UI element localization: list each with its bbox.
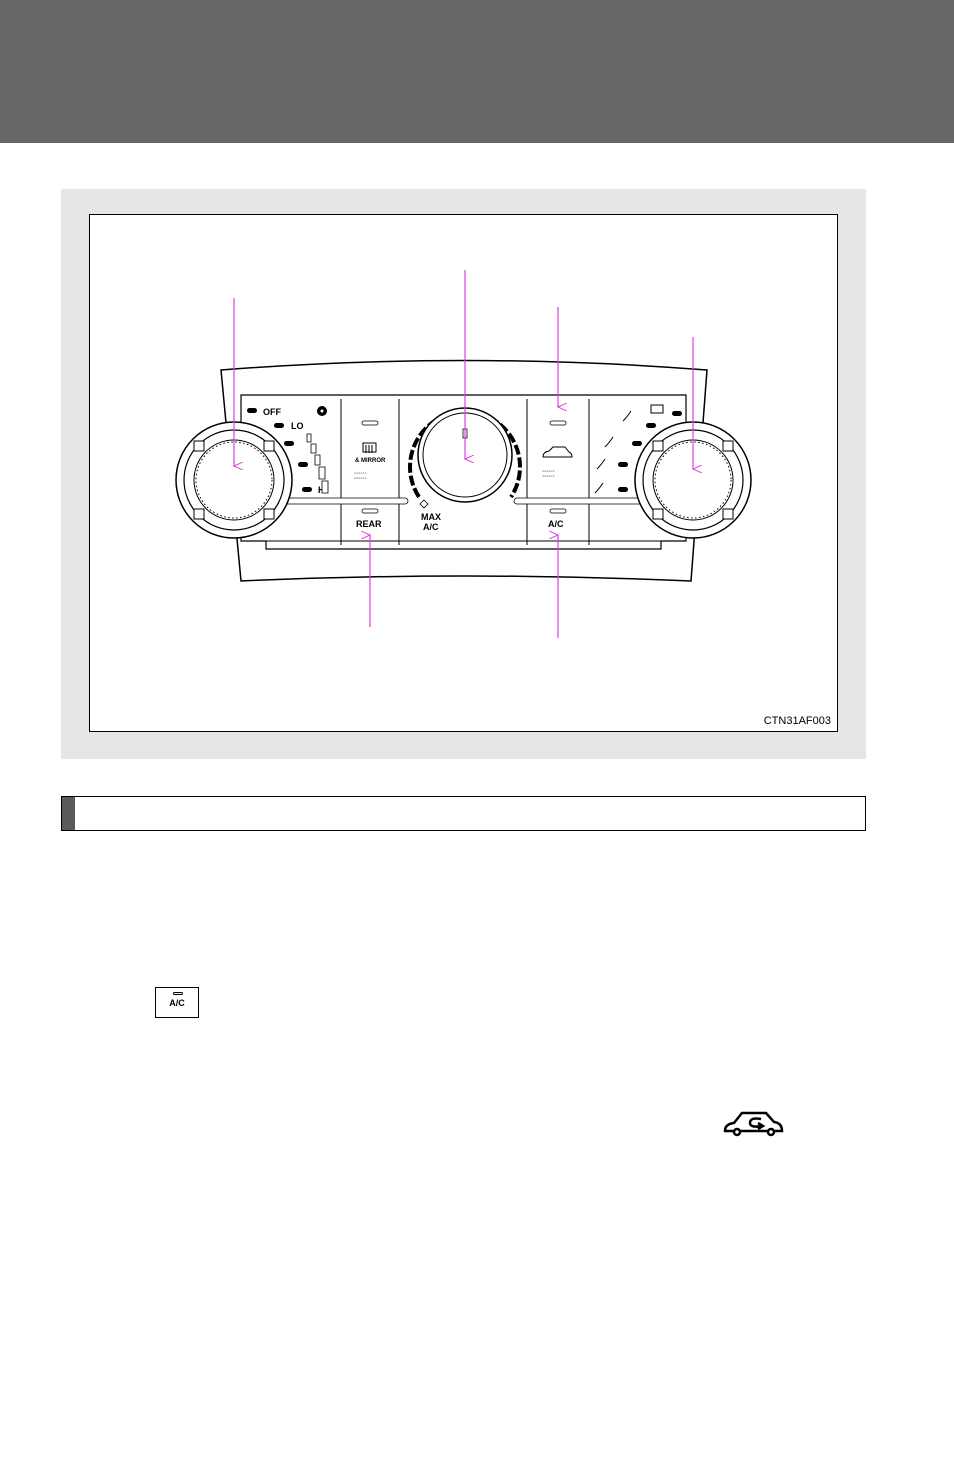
callout-arrows [234, 270, 693, 638]
ac-button-led [173, 992, 183, 995]
max-ac-label: A/C [423, 522, 439, 532]
fan-lo-label: LO [291, 421, 304, 431]
recirculation-icon [542, 446, 573, 458]
mirror-label: & MIRROR [355, 458, 386, 464]
recirculation-icon [723, 1111, 784, 1137]
section-heading-accent [62, 797, 75, 830]
ac-button-icon: A/C [155, 987, 199, 1018]
foot-icon [596, 458, 606, 470]
windshield-defroster-icon [622, 410, 632, 422]
max-label: MAX [421, 512, 441, 522]
ac-button-label: A/C [169, 998, 185, 1008]
ac-label: A/C [548, 519, 564, 529]
section-heading [61, 796, 866, 831]
bi-level-icon [594, 482, 604, 494]
rear-label: REAR [356, 519, 382, 529]
airflow-mode-knob [634, 421, 752, 539]
svg-text:◦◦◦◦◦◦: ◦◦◦◦◦◦ [542, 474, 555, 480]
header-band [0, 0, 954, 143]
climate-control-illustration: OFF LO HI & MIRROR ◦◦◦◦◦◦ ◦◦◦◦◦◦ REAR MA… [175, 270, 752, 638]
figure-frame: OFF LO HI & MIRROR ◦◦◦◦◦◦ ◦◦◦◦◦◦ REAR MA… [89, 214, 838, 732]
rear-defogger-icon [362, 442, 377, 453]
svg-text:◦◦◦◦◦◦: ◦◦◦◦◦◦ [354, 476, 367, 482]
fan-icon [317, 406, 327, 416]
svg-text:◦◦◦◦◦◦: ◦◦◦◦◦◦ [354, 471, 367, 477]
rear-window-icon [650, 404, 664, 414]
mode-icons [594, 404, 664, 494]
fan-speed-knob [175, 421, 293, 539]
foot-windshield-icon [604, 436, 614, 448]
svg-text:◦◦◦◦◦◦: ◦◦◦◦◦◦ [542, 469, 555, 475]
figure-code: CTN31AF003 [763, 715, 831, 727]
fan-off-label: OFF [263, 407, 281, 417]
